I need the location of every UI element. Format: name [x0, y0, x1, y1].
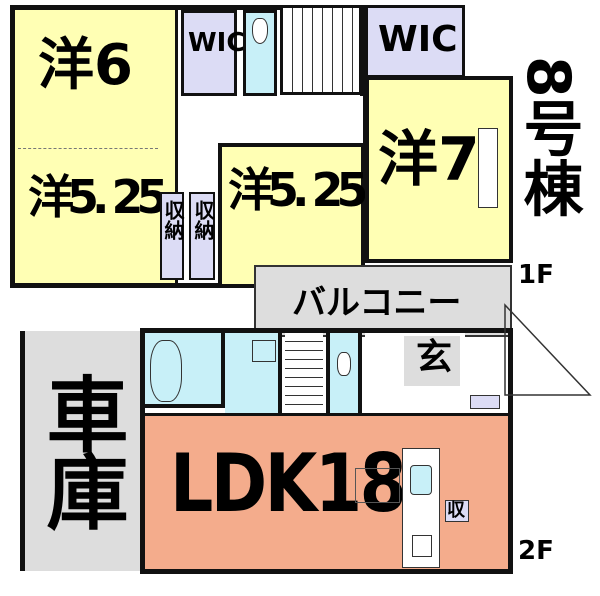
building-label: 8号棟: [513, 56, 583, 218]
washroom: [225, 333, 282, 413]
ldk-label: LDK18: [170, 437, 407, 530]
ldk: [145, 413, 508, 569]
dining-table-icon: [355, 468, 400, 503]
entrance: [404, 336, 460, 386]
balcony-label: バルコニー: [292, 283, 462, 323]
storage-2: [189, 192, 215, 280]
toilet-bowl-icon-lower: [337, 352, 351, 376]
washing-machine-icon: [252, 340, 276, 362]
staircase-upper: [280, 5, 362, 95]
room-western-7-label: 洋7: [378, 125, 480, 195]
sink-icon: [410, 465, 432, 495]
hallway-upper: [181, 96, 363, 144]
bathtub-icon: [150, 340, 182, 402]
kitchen-storage: [445, 500, 469, 522]
toilet-bowl-icon: [252, 18, 268, 44]
stairs-lower: [285, 333, 323, 413]
garage-label: 車庫: [32, 372, 127, 528]
room-western-5-25-mid-label: 洋5. 25: [228, 163, 368, 217]
shoe-closet: [470, 395, 500, 409]
room-western-6-fill: [15, 10, 178, 283]
room-western-5-25-mid: [218, 143, 365, 288]
room-divider-line: [18, 148, 158, 149]
closet-unit: [478, 128, 498, 208]
storage-2-label: 収納: [191, 200, 215, 240]
exterior-steps: [504, 303, 592, 396]
room-wic-left: [181, 10, 237, 96]
lower-floor-outline: [140, 328, 513, 574]
storage-1-label: 収納: [161, 200, 185, 240]
stove-icon: [412, 535, 432, 557]
floor-label-2f: 2F: [518, 536, 554, 566]
entrance-label: 玄: [416, 337, 453, 378]
storage-1: [160, 192, 184, 280]
kitchen-storage-label: 収: [447, 500, 465, 521]
room-wic-left-label: WIC: [188, 28, 246, 58]
room-western-6-label: 洋6: [38, 33, 133, 98]
garage: [20, 331, 141, 571]
floor-label-1f: 1F: [518, 260, 554, 290]
room-wic-right-label: WIC: [378, 19, 458, 60]
room-western-5-25-left-label: 洋5. 25: [28, 170, 168, 224]
